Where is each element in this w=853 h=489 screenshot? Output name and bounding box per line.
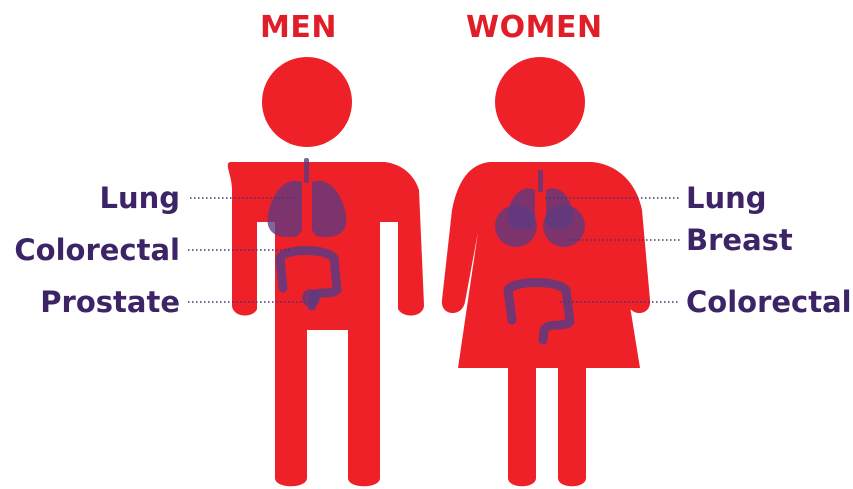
label-women-colorectal: Colorectal: [686, 285, 852, 319]
label-men-colorectal: Colorectal: [0, 233, 180, 267]
label-women-lung: Lung: [686, 181, 767, 215]
label-men-lung: Lung: [0, 181, 180, 215]
male-figure: [228, 57, 424, 486]
female-head: [495, 57, 585, 147]
label-women-breast: Breast: [686, 223, 793, 257]
label-men-prostate: Prostate: [0, 285, 180, 319]
male-left-arm-gap: [257, 222, 275, 322]
male-trachea: [304, 158, 309, 183]
male-right-arm-gap: [380, 222, 398, 322]
female-trachea: [538, 170, 543, 192]
female-breast-left: [495, 205, 537, 247]
male-head: [262, 57, 352, 147]
female-figure: [442, 57, 650, 486]
male-prostate: [302, 289, 320, 307]
